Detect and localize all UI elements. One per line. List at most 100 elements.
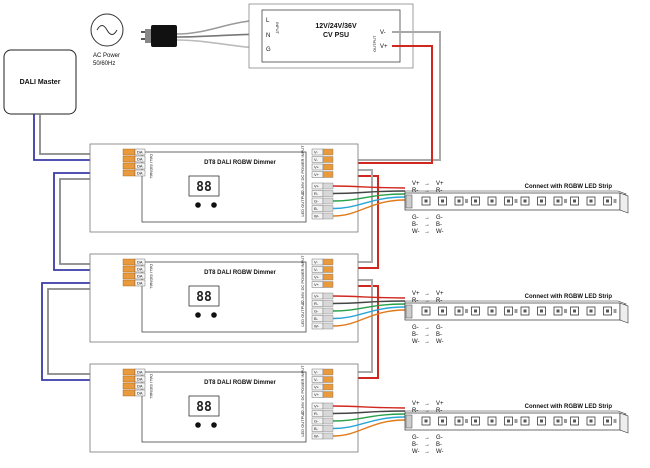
arrow-icon: → [424,291,430,297]
psu-output-label: OUTPUT [372,35,377,52]
terminal-screw [122,382,136,390]
led-chip-core [424,309,428,313]
mapping-to: B- [436,332,442,338]
terminal-label: R- [314,191,319,196]
terminal-screw [322,163,334,171]
led-chip-core [457,309,461,313]
dali-terminal-label: DA [137,164,143,169]
power-led-terminal-block: V-V-V+V+V+R-G-B-W- [311,148,334,220]
terminal-slot [134,382,146,390]
led-chip-core [573,309,576,313]
dimmer-button-icon[interactable] [195,202,201,208]
dali-terminal-label: DA [137,274,143,279]
terminal-screw [322,281,334,288]
mapping-from: G- [412,215,419,221]
mapping-to: V+ [436,291,444,297]
led-strip: Connect with RGBW LED Strip [404,294,629,324]
terminal-screw [322,205,334,212]
mapping-to: V+ [436,181,444,187]
power-led-terminal-block: V-V-V+V+V+R-G-B-W- [311,368,334,440]
led-chip-core [606,199,609,203]
led-chip-core [424,419,428,423]
ac-power-label: AC Power [93,53,120,59]
led-chip-core [556,419,560,423]
terminal-screw [322,383,334,391]
arrow-icon: → [424,435,430,441]
terminal-screw [322,425,334,432]
strip-end [619,192,629,214]
arrow-icon: → [424,332,430,338]
mapping-to: G- [436,435,443,441]
mapping-from: V+ [412,291,420,297]
arrow-icon: → [424,222,430,228]
terminal-label: V+ [314,172,320,177]
terminal-label: V- [314,267,318,272]
terminal-label: W- [314,434,320,439]
dali-signal-label: DALI SIGNAL [149,264,154,289]
strip-end [619,412,629,434]
led-chip-core [540,199,543,203]
terminal-screw [322,148,334,156]
strip-resistor [465,199,468,203]
terminal-screw [322,156,334,163]
dali-terminal-label: DA [137,377,143,382]
arrow-icon: → [424,408,430,414]
terminal-screw [322,417,334,425]
dimmer-body [141,151,307,223]
arrow-icon: → [424,298,430,304]
led-chip-core [424,199,428,203]
terminal-label: V+ [314,392,320,397]
led-chip-core [474,309,477,313]
terminal-slot [134,375,146,383]
dali-terminal-label: DA [137,157,143,162]
terminal-screw [322,197,334,205]
terminal-screw [322,315,334,322]
mapping-to: R- [436,408,442,414]
led-output-label: LED OUTPUT [300,411,305,437]
led-chip-core [441,199,444,203]
terminal-screw [322,212,334,220]
terminal-slot [134,258,146,266]
strip-connector-pads [405,304,413,319]
mapping-from: B- [412,332,418,338]
mapping-to: W- [436,339,444,345]
arrow-icon: → [424,325,430,331]
terminal-screw [322,307,334,315]
led-output-label: LED OUTPUT [300,191,305,217]
dimmer-button-icon[interactable] [211,422,217,428]
terminal-screw [322,292,334,300]
mapping-to: G- [436,215,443,221]
strip-resistor [564,199,567,203]
led-strip: Connect with RGBW LED Strip [404,404,629,434]
terminal-label: W- [314,214,320,219]
mapping-to: G- [436,325,443,331]
dimmer-button-icon[interactable] [211,312,217,318]
terminal-screw [122,265,136,273]
terminal-label: V+ [314,404,320,409]
dimmer-button-icon[interactable] [211,202,217,208]
terminal-label: G- [314,199,319,204]
dali-terminal-label: DA [137,391,143,396]
terminal-screw [322,182,334,190]
strip-resistor [465,309,468,313]
terminal-screw [322,402,334,410]
terminal-label: B- [314,316,319,321]
psu-terminal-vplus: V+ [380,44,388,50]
psu-title-line2: CV PSU [323,32,349,39]
dimmer-button-icon[interactable] [195,312,201,318]
mapping-from: B- [412,222,418,228]
led-chip-core [589,309,593,313]
mapping-from: G- [412,435,419,441]
dali-terminal-label: DA [137,171,143,176]
arrow-icon: → [424,229,430,235]
psu-terminal-vminus: V- [380,30,386,36]
terminal-screw [322,376,334,383]
led-chip-core [507,309,510,313]
wire-mapping: V+→V+R-→R-G-→G-B-→B-W-→W- [412,181,444,235]
terminal-label: V- [314,157,318,162]
dimmer-button-icon[interactable] [195,422,201,428]
strip-resistor [465,419,468,423]
arrow-icon: → [424,449,430,455]
led-chip-core [490,309,494,313]
